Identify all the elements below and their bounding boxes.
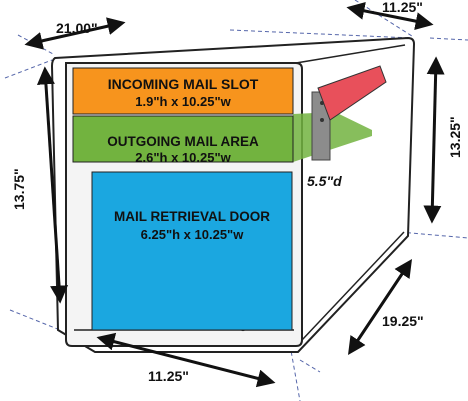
arrow-side-depth bbox=[348, 259, 412, 355]
label-bottom-width: 11.25" bbox=[148, 368, 189, 384]
incoming-title: INCOMING MAIL SLOT bbox=[108, 76, 259, 92]
outgoing-title: OUTGOING MAIL AREA bbox=[107, 134, 259, 149]
outgoing-size: 2.6"h x 10.25"w bbox=[135, 150, 231, 165]
label-left-height: 13.75" bbox=[11, 168, 27, 210]
flag bbox=[311, 65, 387, 161]
flag-bolt-bottom bbox=[320, 118, 324, 122]
label-inner-depth: 5.5"d bbox=[307, 173, 342, 189]
label-right-height: 13.25" bbox=[447, 116, 463, 158]
flag-bolt-top bbox=[320, 101, 324, 105]
mail-retrieval-door: MAIL RETRIEVAL DOOR 6.25"h x 10.25"w bbox=[91, 171, 293, 331]
arrow-top-width bbox=[24, 17, 126, 50]
dimension-arrows bbox=[24, 1, 445, 388]
label-side-depth: 19.25" bbox=[382, 313, 424, 329]
arrow-top-depth bbox=[346, 1, 434, 31]
arrow-left-height bbox=[36, 66, 69, 304]
retrieval-size: 6.25"h x 10.25"w bbox=[141, 227, 245, 242]
label-top-depth: 11.25" bbox=[382, 0, 423, 15]
incoming-mail-slot: INCOMING MAIL SLOT 1.9"h x 10.25"w bbox=[72, 67, 294, 115]
label-top-width: 21.00" bbox=[56, 20, 98, 36]
retrieval-title: MAIL RETRIEVAL DOOR bbox=[114, 209, 270, 224]
incoming-size: 1.9"h x 10.25"w bbox=[135, 94, 231, 109]
arrow-right-height bbox=[423, 56, 445, 224]
arrow-bottom-width bbox=[96, 332, 276, 388]
